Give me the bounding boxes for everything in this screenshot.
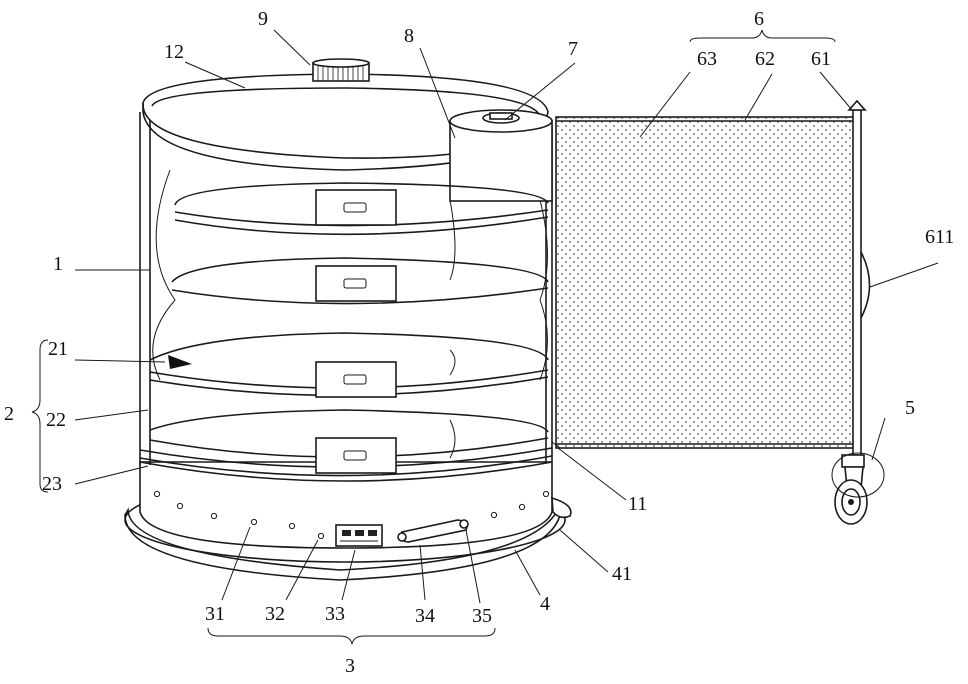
label-61: 61 (811, 48, 831, 70)
drawer (316, 438, 396, 473)
label-9: 9 (258, 8, 268, 30)
label-34: 34 (415, 605, 435, 627)
label-11: 11 (628, 493, 647, 515)
screen-panel (556, 101, 870, 455)
caster-wheel (832, 453, 884, 524)
label-2: 2 (4, 403, 14, 425)
tray-layers (140, 183, 552, 476)
label-21: 21 (48, 338, 68, 360)
label-611: 611 (925, 226, 954, 248)
label-12: 12 (164, 41, 184, 63)
base-wheel (552, 498, 571, 517)
label-22: 22 (46, 409, 66, 431)
label-7: 7 (568, 38, 578, 60)
label-62: 62 (755, 48, 775, 70)
label-1: 1 (53, 253, 63, 275)
label-63: 63 (697, 48, 717, 70)
label-8: 8 (404, 25, 414, 47)
label-31: 31 (205, 603, 225, 625)
top-knob (313, 59, 369, 81)
label-6: 6 (754, 8, 764, 30)
label-41: 41 (612, 563, 632, 585)
label-4: 4 (540, 593, 550, 615)
drawer (316, 266, 396, 301)
label-23: 23 (42, 473, 62, 495)
label-32: 32 (265, 603, 285, 625)
direction-arrow (168, 355, 192, 369)
drawer (316, 362, 396, 397)
drawer (316, 190, 396, 225)
label-5: 5 (905, 397, 915, 419)
label-33: 33 (325, 603, 345, 625)
label-35: 35 (472, 605, 492, 627)
label-3: 3 (345, 655, 355, 677)
